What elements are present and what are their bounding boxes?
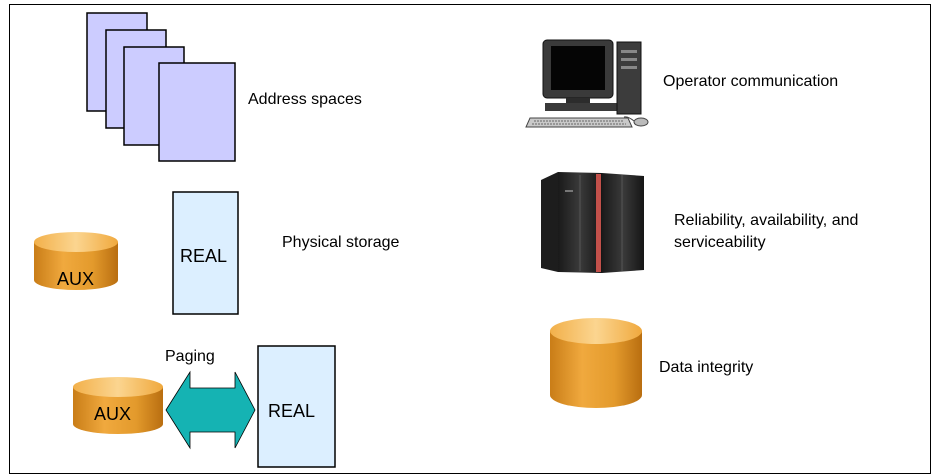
address-spaces-label: Address spaces <box>248 91 362 108</box>
real-paging-box <box>257 345 336 468</box>
aux-label-paging: AUX <box>94 404 131 424</box>
aux-label-physical: AUX <box>57 269 94 289</box>
real-storage-box <box>172 191 239 315</box>
address-spaces-icon <box>86 12 236 162</box>
mainframe-server-icon <box>541 172 644 273</box>
real-label-paging: REAL <box>268 401 315 421</box>
data-integrity-cylinder-icon <box>550 318 642 408</box>
paging-arrow-icon <box>165 370 256 450</box>
ras-label-line1: Reliability, availability, and <box>674 212 859 229</box>
physical-storage-label: Physical storage <box>282 234 400 251</box>
aux-cylinder-icon <box>34 232 118 290</box>
paging-label: Paging <box>165 348 215 365</box>
operator-communication-label: Operator communication <box>663 73 839 90</box>
operator-console-icon <box>525 39 649 128</box>
aux-paging-cylinder-icon <box>73 377 163 434</box>
real-label-physical: REAL <box>180 246 227 266</box>
data-integrity-label: Data integrity <box>659 359 754 376</box>
ras-label-line2: serviceability <box>674 234 766 251</box>
